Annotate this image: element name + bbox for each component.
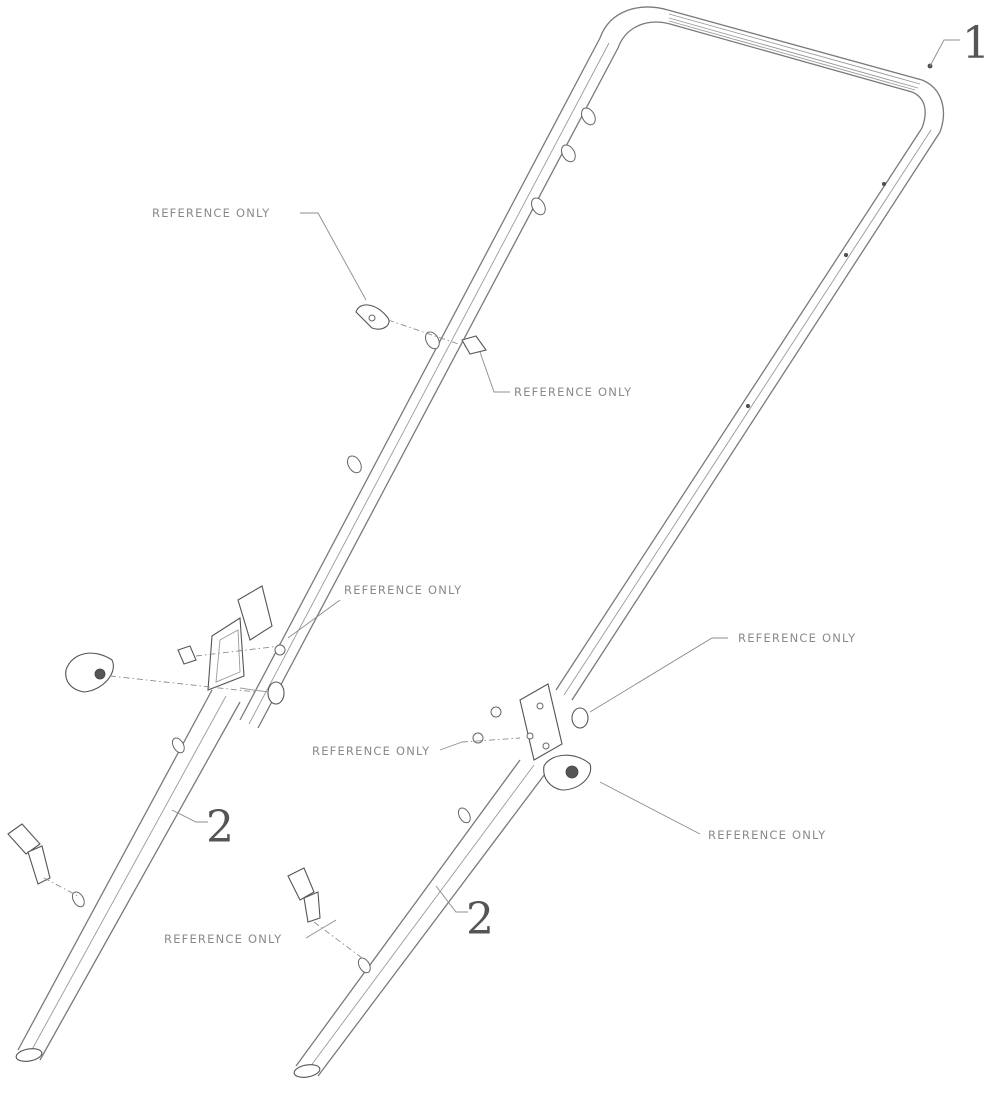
reference-only-label-mid-right: REFERENCE ONLY (738, 631, 856, 645)
cable-clip-left (7, 823, 79, 897)
knob-right (543, 754, 592, 791)
reference-only-label-lower-right: REFERENCE ONLY (708, 828, 826, 842)
cable-guide-clip-top (355, 304, 487, 355)
reference-only-label-bottom-left: REFERENCE ONLY (164, 932, 282, 946)
bolt-right (461, 706, 589, 744)
upper-handle-frame (207, 6, 944, 761)
reference-only-label-top-center: REFERENCE ONLY (514, 385, 632, 399)
reference-only-label-lower-center: REFERENCE ONLY (312, 744, 430, 758)
reference-only-label-top-left: REFERENCE ONLY (152, 206, 270, 220)
lower-handle-right (293, 759, 549, 1078)
bolt-left (177, 644, 286, 705)
leader-lines (171, 39, 960, 939)
reference-only-label-mid-left: REFERENCE ONLY (344, 583, 462, 597)
callout-item-2-right: 2 (466, 894, 494, 945)
callout-item-2-left: 2 (206, 802, 234, 853)
knob-left (65, 652, 257, 693)
lower-handle-left (15, 689, 241, 1062)
callout-item-1: 1 (962, 18, 990, 69)
cable-clip-right (287, 867, 363, 959)
